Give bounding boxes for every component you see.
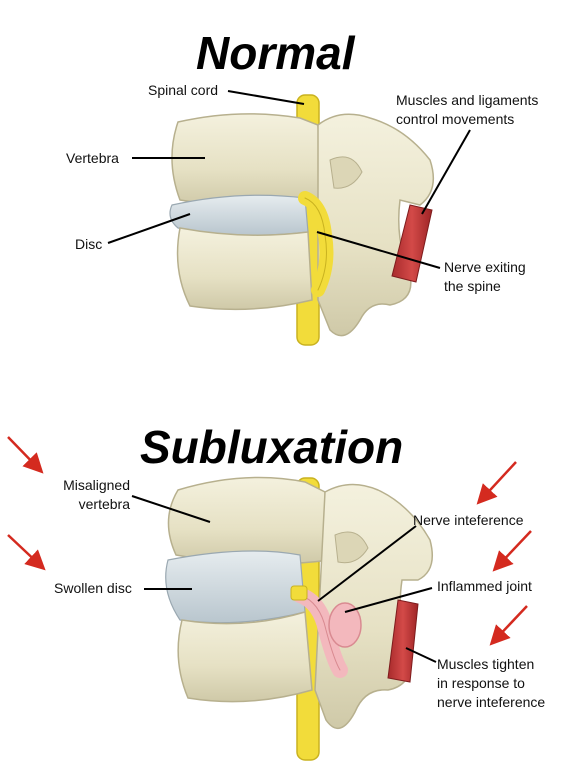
leader-muscles-tighten — [405, 647, 437, 663]
inflamed-joint-shape — [328, 602, 362, 648]
leader-nerve — [316, 231, 441, 269]
label-nerve-line1: Nerve exiting — [444, 259, 526, 275]
label-nerve-interference: Nerve inteference — [413, 512, 524, 528]
label-muscles-tighten-line1: Muscles tighten — [437, 656, 535, 672]
label-swollen-disc: Swollen disc — [54, 580, 132, 596]
leader-nerve-interference — [317, 525, 417, 602]
swollen-disc-shape — [165, 550, 306, 624]
leader-spinal-cord — [227, 90, 305, 105]
leader-inflamed-joint — [344, 587, 433, 613]
leader-muscles — [421, 129, 471, 215]
label-misaligned-line2: vertebra — [78, 496, 130, 512]
lower-vertebra-shape — [176, 227, 313, 311]
arrow-nerve-interference — [476, 461, 517, 505]
label-disc: Disc — [75, 236, 103, 252]
subluxation-title: Subluxation — [140, 421, 404, 473]
leader-misaligned — [131, 495, 211, 523]
arrow-inflamed-joint — [492, 530, 532, 572]
label-nerve-line2: the spine — [444, 278, 501, 294]
normal-panel-illustration — [107, 90, 471, 346]
label-muscles-line1: Muscles and ligaments — [396, 92, 539, 108]
label-inflamed-joint: Inflammed joint — [437, 578, 532, 594]
label-muscles-tighten-line3: nerve inteference — [437, 694, 546, 710]
arrow-misaligned — [7, 436, 44, 474]
arrow-swollen-disc — [7, 534, 46, 571]
normal-title: Normal — [196, 27, 355, 79]
leader-disc — [107, 213, 191, 244]
label-spinal-cord: Spinal cord — [148, 82, 219, 98]
label-muscles-line2: control movements — [396, 111, 515, 127]
label-muscles-tighten-line2: in response to — [437, 675, 525, 691]
upper-vertebra-shape — [171, 113, 323, 207]
tight-muscle-shape — [387, 599, 419, 683]
subluxation-panel-illustration — [7, 436, 532, 761]
label-vertebra: Vertebra — [66, 150, 119, 166]
sublux-lower-vertebra-shape — [177, 611, 313, 703]
arrow-muscles-tighten — [489, 605, 528, 646]
label-misaligned-line1: Misaligned — [63, 477, 130, 493]
